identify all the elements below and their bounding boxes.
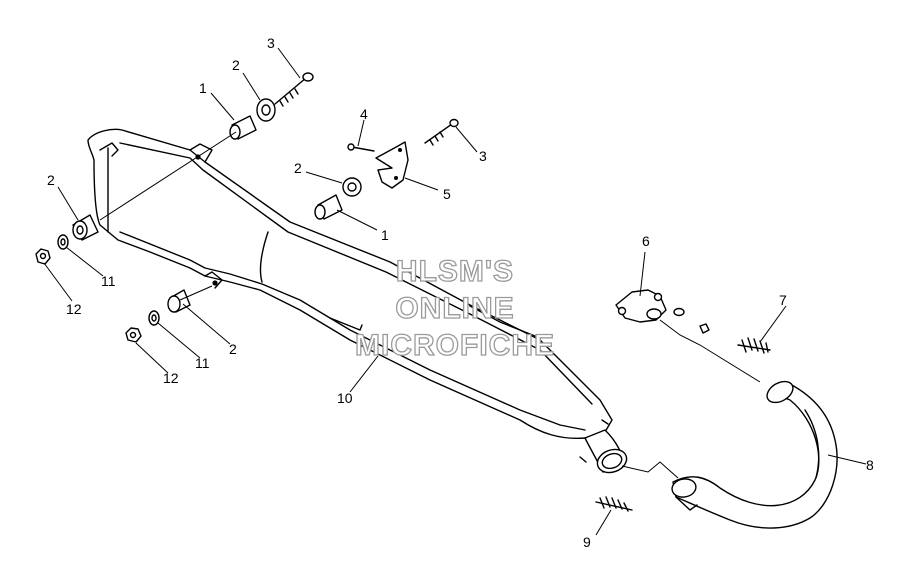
washer-2b — [342, 177, 362, 197]
bushing-1b — [314, 194, 343, 220]
washer-2d — [167, 289, 191, 313]
callout-4: 4 — [360, 106, 368, 122]
callout-8: 8 — [866, 457, 874, 473]
callout-12b: 12 — [163, 370, 179, 386]
callout-2d: 2 — [229, 341, 237, 357]
mount-line-upper — [99, 131, 237, 221]
washer-11b — [148, 310, 160, 326]
washer-11a — [57, 234, 69, 250]
callout-5: 5 — [443, 186, 451, 202]
callout-11b: 11 — [195, 355, 210, 371]
washer-2c — [72, 214, 99, 241]
spring-9 — [595, 496, 633, 512]
callout-7: 7 — [779, 292, 787, 308]
connector-line-outlet — [621, 461, 679, 479]
callout-1a: 1 — [199, 80, 207, 96]
flange-gasket — [615, 289, 761, 383]
callout-12a: 12 — [66, 301, 82, 317]
callout-2b: 2 — [294, 160, 302, 176]
watermark-line-3: MICROFICHE — [355, 329, 555, 362]
mount-line-lower — [179, 285, 213, 301]
watermark-line-2: ONLINE — [395, 292, 514, 325]
watermark: HLSM'S ONLINE MICROFICHE — [354, 254, 555, 362]
callout-9: 9 — [583, 534, 591, 550]
callout-11a: 11 — [101, 273, 116, 289]
callout-3a: 3 — [267, 35, 275, 51]
callout-3b: 3 — [479, 148, 487, 164]
callout-6: 6 — [642, 233, 650, 249]
callout-2c: 2 — [47, 172, 55, 188]
muffler-outlet — [579, 419, 628, 474]
nut-12a — [35, 248, 51, 265]
spring-7 — [737, 337, 771, 354]
nut-12b — [125, 327, 142, 343]
exhaust-pipe — [671, 380, 838, 529]
muffler-body — [87, 128, 613, 440]
bracket-5 — [375, 141, 409, 189]
callout-10: 10 — [337, 390, 353, 406]
washer-2a — [256, 98, 276, 122]
bolt-3b — [424, 118, 459, 146]
watermark-line-1: HLSM'S — [396, 255, 514, 288]
callout-2a: 2 — [232, 57, 240, 73]
bolt-3a — [274, 72, 314, 107]
leader-lines — [43, 47, 867, 536]
callout-labels: 1 2 3 4 3 2 5 1 2 11 12 2 11 12 10 6 7 8… — [47, 35, 874, 550]
callout-1b: 1 — [381, 227, 389, 243]
bolt-4 — [347, 143, 375, 152]
bushing-1a — [229, 115, 257, 140]
